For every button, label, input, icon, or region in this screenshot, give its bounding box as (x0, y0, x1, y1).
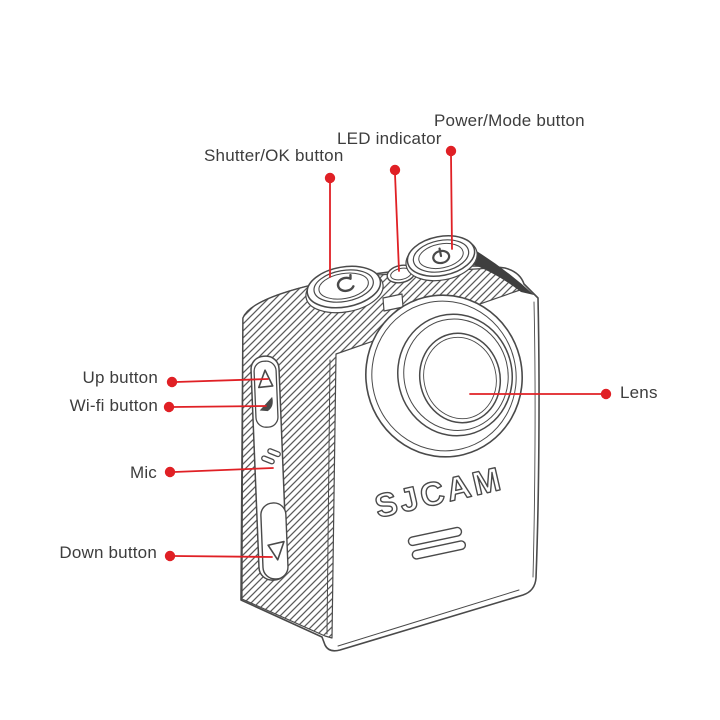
callout-label-power: Power/Mode button (434, 111, 585, 130)
leader-line-wifi (172, 405, 267, 408)
leader-dot-led (389, 164, 401, 176)
down-button-drawing (267, 540, 285, 561)
mic-holes-drawing (261, 448, 281, 465)
down-panel (260, 502, 289, 580)
camera-body-drawing: SJCAM (240, 235, 540, 652)
leader-dot-up (166, 376, 178, 388)
speaker-slots (407, 526, 467, 560)
shutter-arrow-glyph (336, 273, 355, 293)
power-symbol-glyph (432, 247, 451, 265)
leader-dot-lens (600, 388, 612, 400)
callout-leaders (163, 145, 612, 562)
callout-label-up: Up button (82, 368, 158, 387)
shutter-button-drawing (305, 265, 384, 314)
wifi-button-drawing (259, 396, 273, 412)
lens-drawing (365, 294, 523, 458)
leader-line-led (394, 173, 400, 272)
leader-dot-power (445, 145, 457, 157)
leader-dot-shutter (324, 172, 336, 184)
leader-line-up (175, 378, 269, 383)
power-button-drawing (405, 235, 478, 282)
callout-label-wifi: Wi-fi button (69, 396, 158, 415)
leader-line-down (173, 555, 273, 558)
front-left-inner-edge (326, 359, 331, 635)
callout-label-lens: Lens (620, 383, 658, 402)
callout-label-led: LED indicator (337, 129, 442, 148)
leader-line-power (450, 154, 453, 250)
callout-label-mic: Mic (129, 463, 157, 482)
bottom-inner-edge (337, 589, 520, 647)
leader-dot-down (164, 550, 176, 562)
leader-dot-mic (164, 466, 176, 478)
top-right-shaded-wedge (467, 247, 534, 295)
up-wifi-panel (253, 360, 279, 428)
right-inner-edge (532, 301, 536, 578)
callout-label-shutter: Shutter/OK button (204, 146, 344, 165)
callout-label-down: Down button (59, 543, 157, 562)
leader-dot-wifi (163, 401, 175, 413)
leader-line-mic (173, 467, 274, 473)
